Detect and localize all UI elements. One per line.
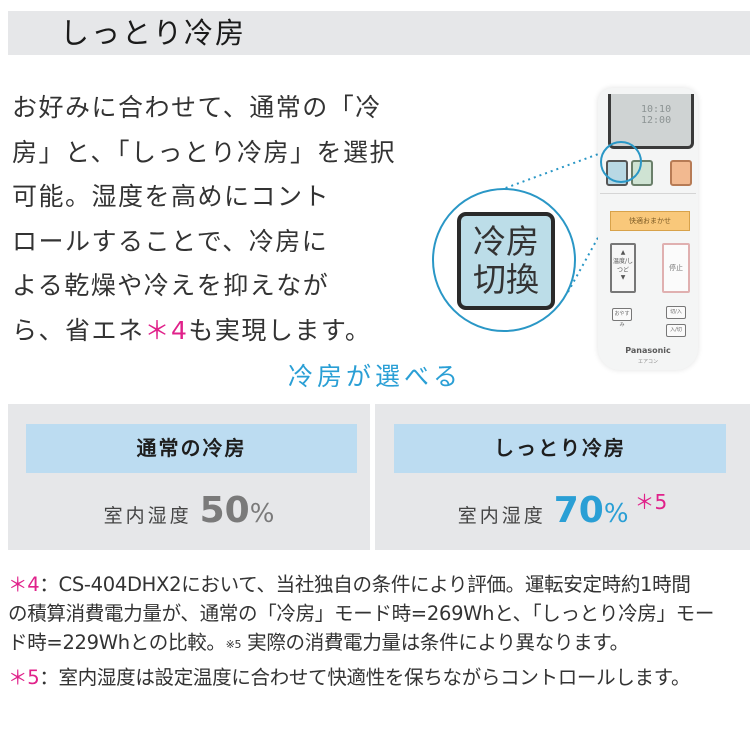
highlight-ring-small: [600, 141, 642, 183]
page-title: しっとり冷房: [60, 16, 247, 50]
percent-unit: %: [249, 499, 275, 529]
intro-line: 可能。湿度を高めにコント: [12, 182, 331, 211]
footnote-mark-4: ＊4: [8, 573, 40, 596]
magnified-callout: 冷房 切換: [432, 188, 576, 332]
percent-unit: %: [603, 499, 629, 529]
section-subtitle: 冷房が選べる: [287, 362, 462, 391]
footnote-text: ：室内湿度は設定温度に合わせて快適性を保ちながらコントロールします。: [39, 666, 691, 689]
lcd-time-top: 10:10: [641, 104, 672, 115]
cooling-switch-button-magnified: 冷房 切換: [457, 212, 555, 310]
footnotes: ＊4：CS-404DHX2において、当社独自の条件により評価。運転安定時約1時間…: [8, 570, 750, 692]
panel-heading: しっとり冷房: [394, 424, 726, 473]
intro-paragraph: お好みに合わせて、通常の「冷 房」と、「しっとり冷房」を選択 可能。湿度を高めに…: [12, 86, 412, 353]
humidity-value: 50: [199, 490, 250, 531]
footnote-4-line2: の積算消費電力量が、通常の「冷房」モード時=269Whと、「しっとり冷房」モー: [8, 602, 715, 625]
remote-auto-comfort-button: 快適おまかせ: [610, 211, 690, 231]
footnote-ref-5: ＊5: [634, 490, 668, 514]
humidity-label: 室内湿度: [457, 505, 546, 527]
footnote-4-line3: ド時=229Whとの比較。※5 実際の消費電力量は条件により異なります。: [8, 628, 750, 657]
humidity-value-row: 室内湿度 70%＊5: [375, 490, 750, 531]
remote-temp-label: 温度/しつど: [612, 258, 634, 274]
down-arrow-icon: ▼: [620, 274, 626, 281]
panel-moist-cooling: しっとり冷房 室内湿度 70%＊5: [375, 404, 750, 550]
remote-timer-on-button: 入/切: [666, 324, 686, 337]
footnote-5: ＊5：室内湿度は設定温度に合わせて快適性を保ちながらコントロールします。: [8, 663, 750, 692]
intro-text: ら、省エネ: [12, 315, 145, 345]
humidity-value-row: 室内湿度 50%: [8, 490, 370, 531]
remote-sleep-button: おやすみ: [612, 308, 632, 328]
brand-sub: エアコン: [637, 359, 658, 365]
panel-normal-cooling: 通常の冷房 室内湿度 50%: [8, 404, 370, 550]
footnote-sup-ref: ※5: [225, 638, 242, 651]
remote-timer-off-button: 切/入: [666, 306, 686, 319]
remote-heating-button: [670, 160, 692, 186]
zoom-label-line2: 切換: [473, 260, 539, 299]
intro-line: お好みに合わせて、通常の「冷: [12, 93, 382, 122]
footnote-ref-4: ＊4: [144, 315, 189, 345]
remote-temp-humidity-button: ▲ 温度/しつど▼: [610, 243, 636, 293]
up-arrow-icon: ▲: [620, 249, 626, 256]
humidity-value: 70: [553, 490, 604, 531]
footnote-text: ：CS-404DHX2において、当社独自の条件により評価。運転安定時約1時間: [39, 573, 691, 596]
footnote-text: 実際の消費電力量は条件により異なります。: [241, 631, 629, 654]
panel-heading: 通常の冷房: [26, 424, 357, 473]
title-bar: しっとり冷房: [8, 11, 750, 55]
intro-line-last: ら、省エネ＊4も実現します。: [12, 309, 412, 354]
lcd-time-bottom: 12:00: [641, 115, 672, 126]
zoom-label-line1: 冷房: [473, 222, 539, 261]
footnote-4-line1: ＊4：CS-404DHX2において、当社独自の条件により評価。運転安定時約1時間: [8, 570, 750, 599]
intro-line: よる乾燥や冷えを抑えなが: [12, 271, 330, 300]
footnote-text: ド時=229Whとの比較。: [8, 631, 226, 654]
humidity-label: 室内湿度: [103, 505, 192, 527]
intro-text: も実現します。: [188, 315, 372, 345]
remote-stop-button: 停止: [662, 243, 690, 293]
remote-divider: [600, 193, 696, 194]
brand-logo: Panasonic: [625, 346, 671, 355]
intro-line: ロールすることで、冷房に: [12, 226, 329, 256]
footnote-mark-5: ＊5: [8, 666, 40, 689]
intro-line: 房」と、「しっとり冷房」を選択: [12, 137, 397, 167]
